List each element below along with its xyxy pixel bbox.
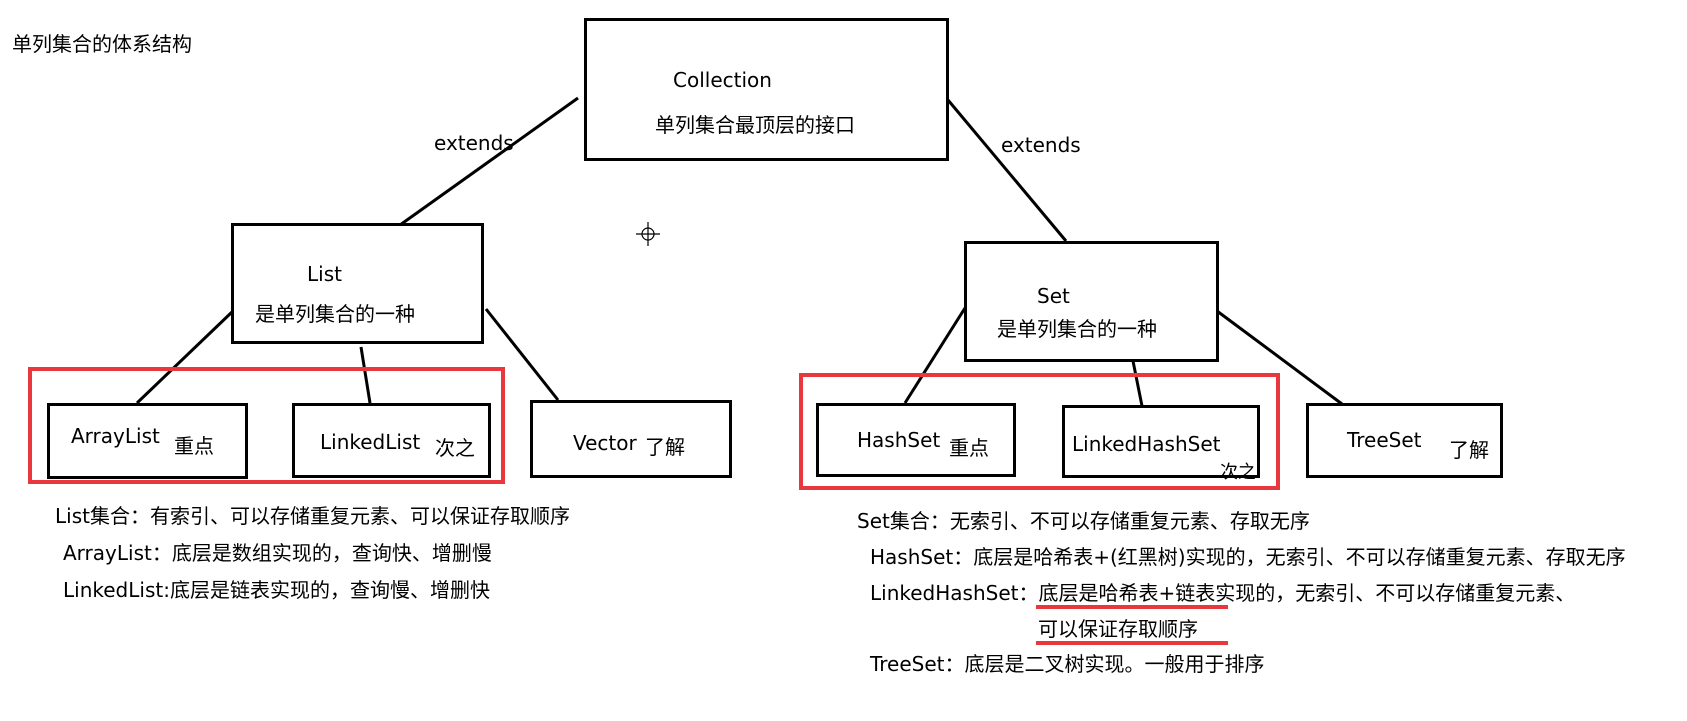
set-desc: 是单列集合的一种 <box>997 317 1157 341</box>
set-note-2: HashSet：底层是哈希表+(红黑树)实现的，无索引、不可以存储重复元素、存取… <box>870 545 1626 569</box>
set-note-3: LinkedHashSet：底层是哈希表+链表实现的，无索引、不可以存储重复元素… <box>870 581 1576 605</box>
edge-set-linkedhashset <box>1131 360 1144 407</box>
list-note-3: LinkedList:底层是链表实现的，查询慢、增删快 <box>63 578 490 602</box>
set-note-4: 可以保证存取顺序 <box>1038 617 1198 641</box>
linkedlist-box: LinkedList 次之 <box>292 403 491 478</box>
arraylist-note: 重点 <box>174 434 214 458</box>
treeset-name: TreeSet <box>1347 428 1422 452</box>
list-note-2: ArrayList：底层是数组实现的，查询快、增删慢 <box>63 541 492 565</box>
linkedlist-name: LinkedList <box>320 430 421 454</box>
vector-box: Vector 了解 <box>530 400 732 478</box>
set-note-1: Set集合：无索引、不可以存储重复元素、存取无序 <box>857 509 1310 533</box>
edge-label-left: extends <box>434 131 514 155</box>
edge-collection-set <box>946 99 1068 242</box>
list-name: List <box>307 262 342 286</box>
crosshair-cursor-icon <box>636 222 660 246</box>
linkedlist-note: 次之 <box>435 436 475 460</box>
edge-set-treeset <box>1216 309 1343 406</box>
set-highlight-box <box>799 373 1280 490</box>
page-title: 单列集合的体系结构 <box>12 32 192 56</box>
linkedhashset-box: LinkedHashSet 次之 <box>1062 405 1260 483</box>
hashset-note: 重点 <box>949 436 989 460</box>
set-note-5: TreeSet：底层是二叉树实现。一般用于排序 <box>870 652 1265 676</box>
edge-collection-list <box>399 96 579 227</box>
edge-label-right: extends <box>1001 133 1081 157</box>
edge-set-hashset <box>903 307 967 404</box>
collection-name: Collection <box>673 68 772 92</box>
list-desc: 是单列集合的一种 <box>255 302 415 326</box>
set-box: Set 是单列集合的一种 <box>964 241 1219 362</box>
hashset-box: HashSet 重点 <box>816 403 1016 477</box>
linkedhashset-note: 次之 <box>1220 462 1256 483</box>
collection-box: Collection 单列集合最顶层的接口 <box>584 18 949 161</box>
linkedhashset-name: LinkedHashSet <box>1072 432 1221 456</box>
list-highlight-box <box>28 367 505 484</box>
vector-name: Vector <box>573 431 637 455</box>
vector-note: 了解 <box>645 435 685 459</box>
list-box: List 是单列集合的一种 <box>231 223 484 344</box>
arraylist-box: ArrayList 重点 <box>47 403 248 479</box>
edge-list-linkedlist <box>359 346 372 404</box>
set-name: Set <box>1037 284 1070 308</box>
arraylist-name: ArrayList <box>71 424 160 448</box>
collection-desc: 单列集合最顶层的接口 <box>655 113 855 137</box>
hashset-name: HashSet <box>857 428 941 452</box>
list-note-1: List集合：有索引、可以存储重复元素、可以保证存取顺序 <box>55 504 570 528</box>
edge-list-arraylist <box>135 310 234 405</box>
edge-list-vector <box>484 308 560 401</box>
treeset-box: TreeSet 了解 <box>1306 403 1503 478</box>
treeset-note: 了解 <box>1449 438 1489 462</box>
